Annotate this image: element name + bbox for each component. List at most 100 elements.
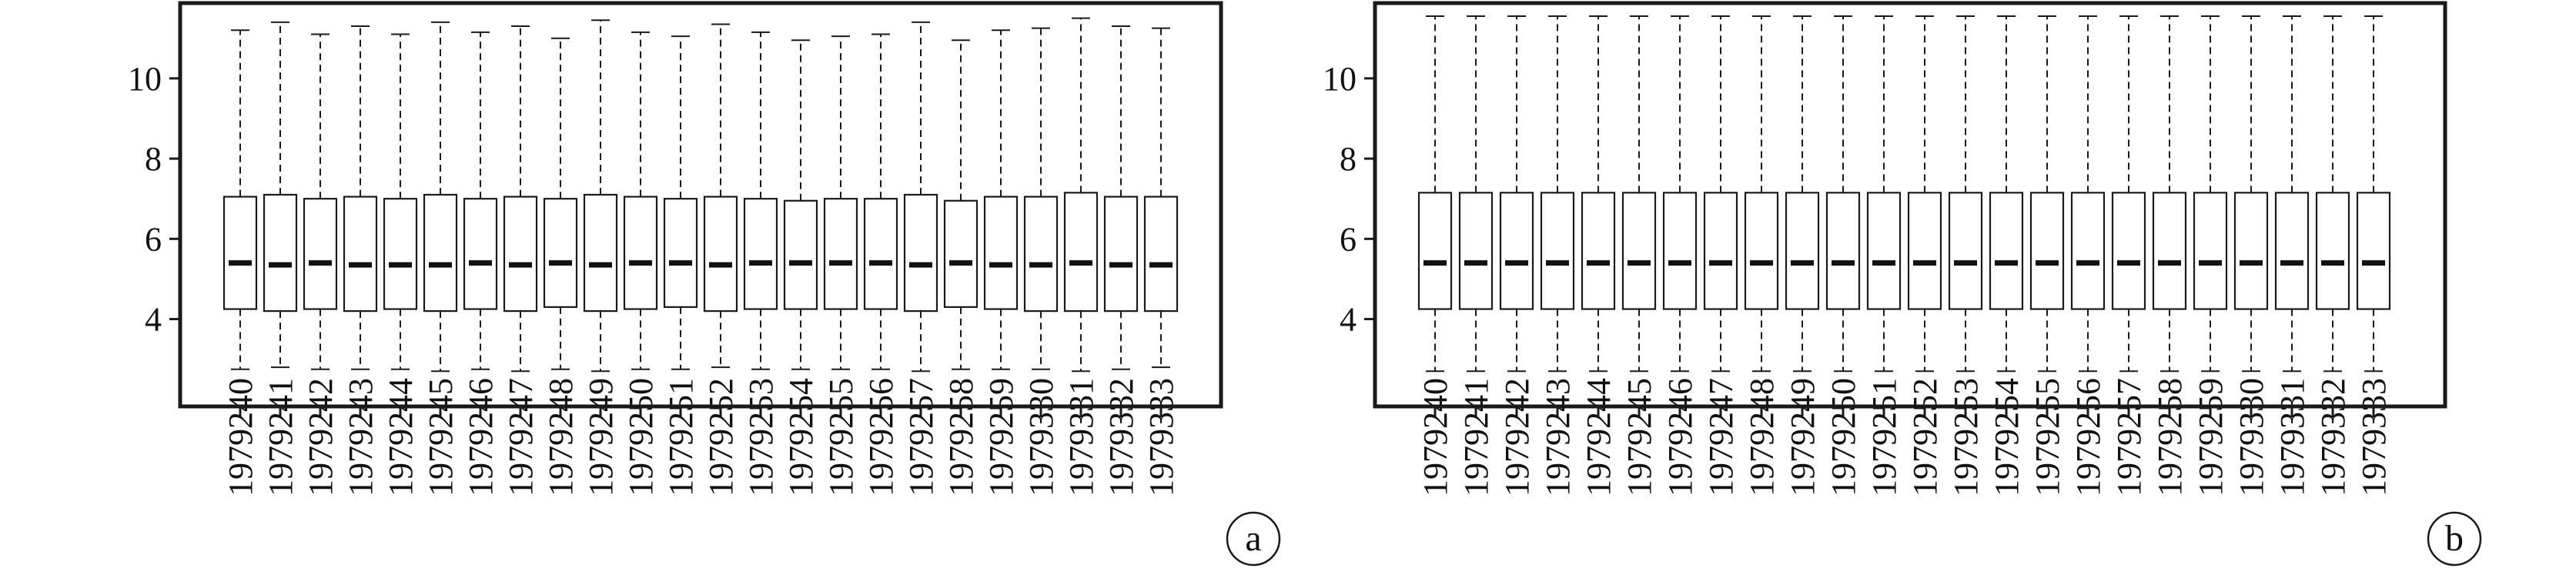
box-iqr [463,198,498,310]
boxplot-1979248 [1744,15,1779,373]
x-tick-label: 1979252 [1906,378,1944,496]
x-tick-label: 1979333 [2355,378,2393,496]
boxplot-1979330 [2233,15,2269,373]
x-tick-label: 1979247 [502,378,540,496]
box-iqr [1662,192,1698,310]
x-tick-label: 1979330 [2233,378,2270,496]
boxplot-1979256 [2070,15,2106,373]
boxplot-1979255 [2029,15,2065,373]
box-iqr [2111,192,2146,310]
panel-label: a [1245,518,1261,559]
boxplot-1979249 [583,19,618,373]
x-tick-label: 1979256 [862,378,900,496]
box-iqr [2356,192,2391,310]
box-iqr [303,198,338,310]
box-iqr [2070,192,2106,310]
box-iqr [2193,192,2228,310]
x-tick-label: 1979241 [1457,378,1495,496]
x-tick-label: 1979246 [462,378,500,496]
plot-frame [1373,1,2447,409]
box-iqr [1621,192,1657,310]
x-tick-label: 1979245 [422,378,460,496]
boxplot-1979257 [903,21,938,373]
y-tick-label: 10 [128,60,162,98]
x-tick-label: 1979333 [1142,378,1180,496]
box-iqr [583,193,618,313]
x-tick-label: 1979249 [582,378,620,496]
boxplot-1979253 [743,31,778,370]
box-iqr [503,196,538,313]
y-tick-label: 10 [1323,60,1357,98]
x-tick-label: 1979251 [662,378,700,496]
box-iqr [1458,192,1494,310]
box-iqr [1785,192,1820,310]
box-iqr [1907,192,1942,310]
boxplot-1979253 [1948,15,1983,373]
boxplot-1979332 [1103,25,1139,370]
x-tick-label: 1979242 [302,378,340,496]
x-tick-label: 1979257 [902,378,940,496]
boxplot-1979331 [1063,17,1099,373]
x-tick-label: 1979247 [1702,378,1740,496]
boxplot-1979254 [1989,15,2024,373]
x-tick-label: 1979255 [822,378,860,496]
boxplot-1979245 [423,21,458,373]
box-iqr [1023,196,1059,313]
x-tick-label: 1979250 [1825,378,1862,496]
x-tick-label: 1979250 [622,378,660,496]
boxplot-1979246 [1662,15,1698,373]
boxplot-1979258 [2152,15,2187,373]
boxplot-1979255 [823,35,858,370]
y-tick-label: 6 [145,220,162,258]
box-iqr [983,196,1019,310]
boxplot-1979247 [503,25,538,373]
boxplot-1979331 [2274,15,2310,373]
boxplot-1979247 [1703,15,1738,373]
x-tick-label: 1979257 [2110,378,2148,496]
box-iqr [783,199,818,310]
boxplot-1979242 [303,33,338,370]
x-tick-label: 1979251 [1865,378,1903,496]
boxplot-1979244 [383,33,418,370]
boxplot-1979250 [623,31,658,370]
boxplot-1979259 [2193,15,2228,373]
box-iqr [623,196,658,310]
x-tick-label: 1979244 [382,378,420,496]
x-tick-label: 1979248 [542,378,580,496]
y-tick-label: 4 [145,301,162,339]
boxplot-1979246 [463,31,498,370]
box-iqr [1744,192,1779,310]
x-tick-label: 1979244 [1580,378,1618,496]
boxplot-1979257 [2111,15,2146,373]
x-tick-label: 1979332 [1102,378,1140,496]
boxplot-1979240 [1417,15,1453,373]
x-tick-label: 1979258 [942,378,980,496]
box-iqr [343,196,378,313]
x-tick-label: 1979330 [1022,378,1060,496]
box-iqr [1103,196,1139,313]
box-iqr [2274,192,2310,310]
panel-label: b [2445,518,2464,559]
x-tick-label: 1979252 [702,378,740,496]
x-tick-label: 1979253 [1947,378,1985,496]
boxplot-1979240 [222,29,258,370]
boxplot-1979333 [1143,27,1179,369]
box-iqr [383,198,418,310]
box-iqr [663,198,698,309]
box-iqr [1581,192,1616,310]
boxplot-1979245 [1621,15,1657,373]
x-tick-label: 1979240 [1417,378,1454,496]
boxplot-1979249 [1785,15,1820,373]
box-iqr [1703,192,1738,310]
box-iqr [2029,192,2065,310]
boxplot-1979243 [343,25,378,370]
box-iqr [863,198,898,310]
boxplot-1979254 [783,39,818,370]
y-tick-label: 4 [1340,301,1357,339]
boxplot-1979248 [543,37,578,370]
x-tick-label: 1979259 [2192,378,2230,496]
x-tick-label: 1979240 [222,378,259,496]
boxplot-1979252 [703,23,738,369]
